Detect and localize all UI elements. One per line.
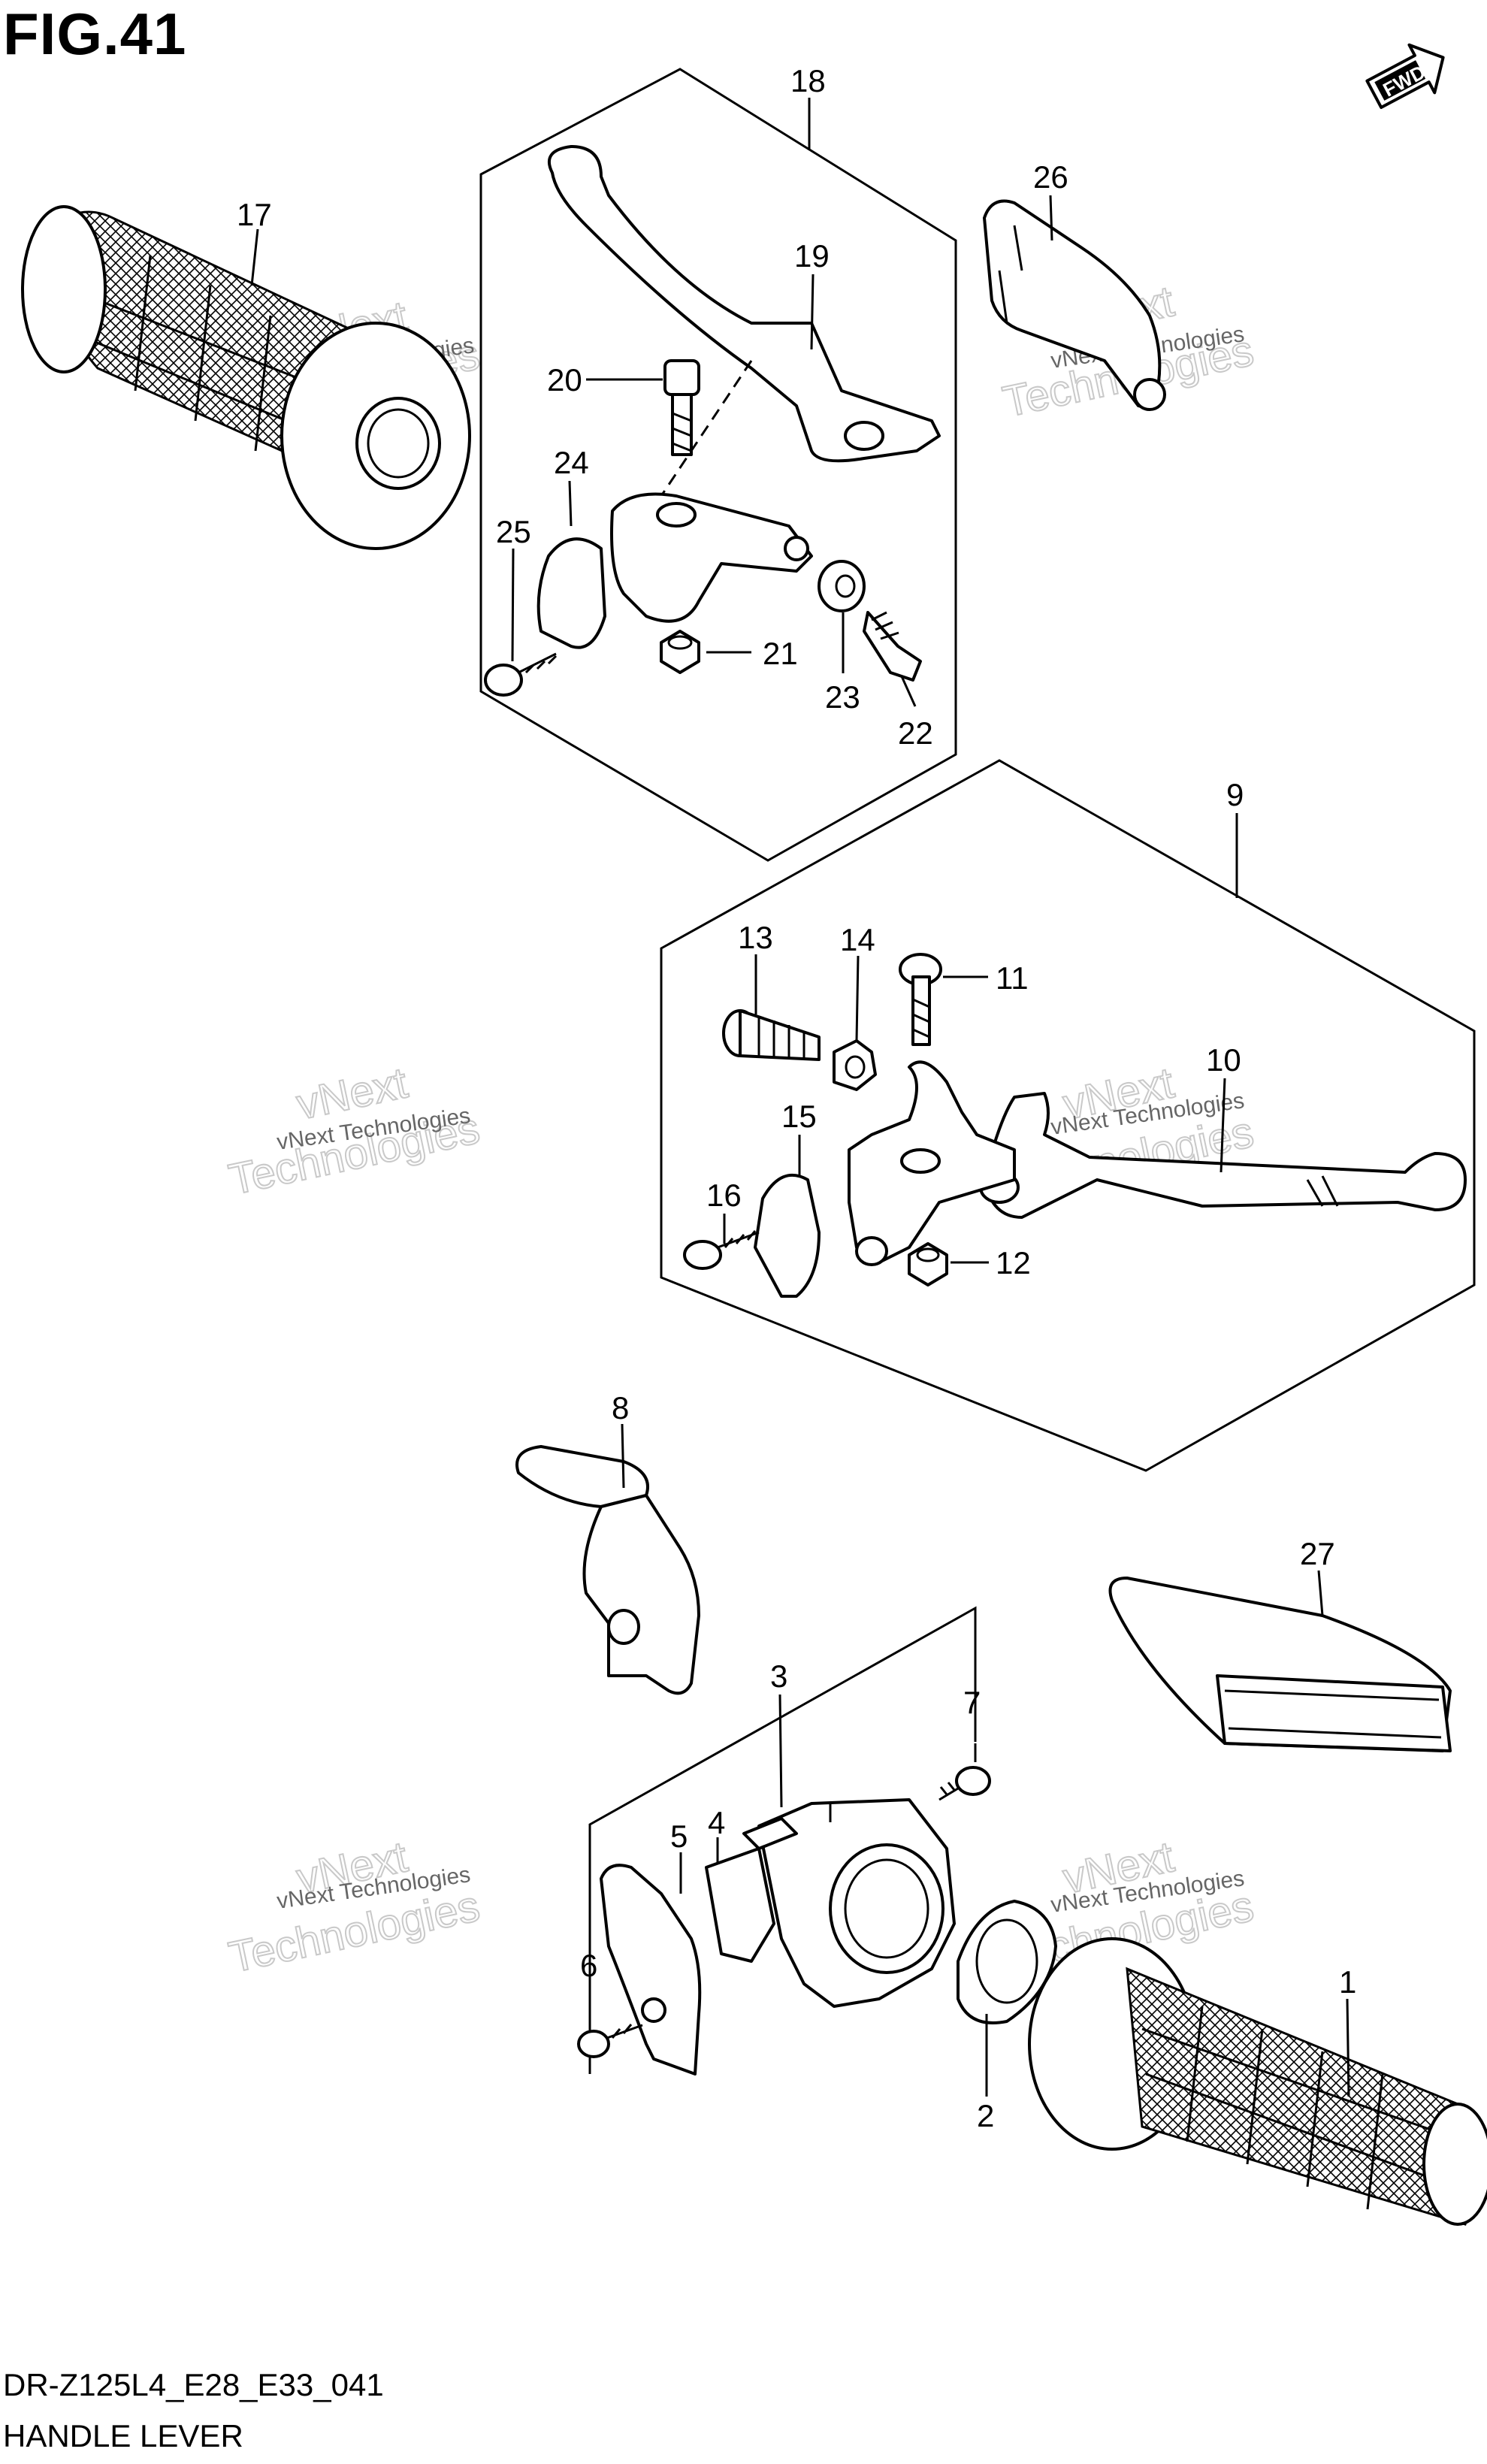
part-15-clamp: [754, 1173, 821, 1298]
part-26-lever-cover: [983, 199, 1166, 411]
part-16-clamp-bolt: [683, 1230, 760, 1270]
part-6-screw: [577, 2024, 643, 2058]
callout-25: 25: [496, 514, 531, 549]
part-12-nut: [908, 1242, 948, 1286]
group-name: HANDLE LEVER: [3, 2418, 243, 2453]
part-3-throttle-case: [742, 1798, 956, 2008]
callout-22: 22: [898, 715, 933, 751]
callout-6: 6: [580, 1948, 597, 1983]
callout-12: 12: [996, 1245, 1031, 1280]
part-25-clamp-bolt: [484, 652, 558, 697]
part-22-adjuster: [863, 611, 922, 682]
group-box-3: [588, 1606, 977, 2074]
callout-24: 24: [554, 445, 589, 480]
watermark-group-3: vNext Technologies vNext Technologies: [224, 1057, 485, 1205]
callout-1: 1: [1339, 1964, 1356, 2000]
part-27-hand-cover: [1108, 1577, 1452, 1752]
callout-2: 2: [977, 2098, 994, 2133]
part-7-screw: [938, 1766, 991, 1801]
part-20-pivot-bolt: [663, 359, 700, 456]
model-code: DR-Z125L4_E28_E33_041: [3, 2367, 384, 2402]
fwd-arrow-badge: FWD: [1365, 43, 1445, 109]
part-21-nut: [660, 630, 700, 674]
callout-9: 9: [1226, 777, 1244, 812]
figure-title: FIG.41: [3, 1, 187, 67]
part-17-left-grip: [21, 205, 471, 550]
part-19-brake-lever: [547, 145, 941, 497]
part-4-inner-case: [705, 1847, 775, 1963]
part-9-clutch-holder: [848, 1060, 1016, 1266]
callout-13: 13: [738, 920, 773, 955]
part-24-brake-holder: [610, 492, 813, 623]
group-box-9: [660, 759, 1476, 1472]
part-23-locknut: [818, 560, 866, 612]
callout-15: 15: [781, 1099, 817, 1134]
callout-7: 7: [963, 1685, 981, 1720]
part-14-locknut: [833, 1039, 877, 1091]
callout-17: 17: [237, 197, 272, 232]
part-8-cable-cover: [515, 1445, 700, 1695]
watermark-group-5: vNext Technologies vNext Technologies: [224, 1831, 485, 1982]
callout-20: 20: [547, 362, 582, 398]
callout-4: 4: [708, 1805, 725, 1840]
callout-3: 3: [770, 1658, 787, 1694]
callout-14: 14: [840, 922, 875, 957]
callout-21: 21: [763, 636, 798, 671]
part-2-throttle-pulley: [957, 1900, 1057, 2024]
part-1-right-grip: [1028, 1937, 1487, 2226]
callout-16: 16: [706, 1178, 742, 1213]
part-13-cable-adjuster: [722, 1009, 821, 1061]
callout-26: 26: [1033, 159, 1068, 195]
callout-5: 5: [670, 1819, 688, 1854]
callout-18: 18: [790, 63, 826, 98]
callout-19: 19: [794, 238, 830, 274]
callout-8: 8: [612, 1390, 629, 1425]
part-11-pivot-bolt: [899, 953, 942, 1046]
part-5-cover-plate: [600, 1864, 702, 2076]
callout-10: 10: [1206, 1042, 1241, 1078]
group-box-18: [479, 68, 957, 862]
callout-11: 11: [996, 960, 1029, 996]
callout-27: 27: [1300, 1536, 1335, 1571]
callout-23: 23: [825, 679, 860, 715]
leader-lines: [250, 98, 1350, 2097]
part-24-clamp: [536, 537, 606, 649]
callout-numbers: 18 19 20 24 25 21 23 22 17 26 9 13 14 11…: [237, 63, 1356, 2133]
